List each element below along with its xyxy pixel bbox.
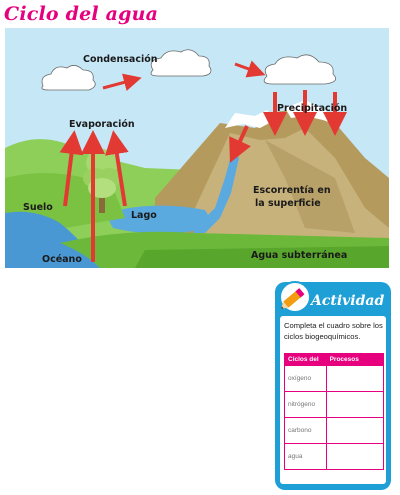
process-answer-cell[interactable] [325, 417, 385, 444]
activity-body: Completa el cuadro sobre los ciclos biog… [280, 316, 386, 484]
cycle-name-cell: agua [284, 443, 327, 470]
arrow-cloud-left-to-middle [102, 73, 142, 92]
table-row: agua [284, 443, 385, 470]
snow-cap-left [225, 110, 275, 128]
ocean-water [5, 211, 100, 268]
runoff-arrow [229, 125, 251, 163]
column-header-ciclos: Ciclos del [284, 353, 327, 366]
cycle-name-cell: nitrógeno [284, 391, 327, 418]
mountain-shading [265, 140, 355, 233]
table-row: oxígeno [284, 365, 385, 392]
cycle-name-cell: oxígeno [284, 365, 327, 392]
activity-table: Ciclos del Procesos oxígeno nitrógeno ca… [284, 353, 385, 470]
river [193, 148, 239, 233]
cloud-left [41, 65, 96, 91]
water-cycle-diagram: Condensación Evaporación Precipitación E… [5, 28, 389, 268]
process-answer-cell[interactable] [325, 365, 385, 392]
activity-title: Actividad [311, 293, 385, 309]
pencil-icon [279, 281, 311, 313]
page-title: Ciclo del agua [4, 3, 159, 25]
evaporation-arrow-right [104, 130, 129, 207]
process-answer-cell[interactable] [325, 391, 385, 418]
label-escorrentia-2: la superficie [255, 198, 321, 209]
label-escorrentia-1: Escorrentía en [253, 185, 331, 196]
activity-card: Actividad Completa el cuadro sobre los c… [275, 281, 391, 490]
table-row: carbono [284, 417, 385, 444]
activity-header: Actividad [275, 281, 391, 316]
label-lago: Lago [131, 210, 157, 221]
arrow-cloud-middle-to-right [234, 60, 266, 78]
activity-instruction: Completa el cuadro sobre los ciclos biog… [284, 321, 383, 341]
table-header-row: Ciclos del Procesos [284, 353, 385, 366]
label-condensacion: Condensación [83, 54, 158, 65]
label-oceano: Océano [42, 254, 82, 265]
label-suelo: Suelo [23, 202, 53, 213]
cloud-right [263, 54, 337, 85]
lake-water [105, 205, 209, 234]
groundwater-band [135, 246, 389, 268]
label-agua-subterranea: Agua subterránea [251, 250, 347, 261]
process-answer-cell[interactable] [325, 443, 385, 470]
cycle-name-cell: carbono [284, 417, 327, 444]
table-row: nitrógeno [284, 391, 385, 418]
label-evaporacion: Evaporación [69, 119, 135, 130]
cloud-middle [150, 49, 212, 77]
evaporation-arrow-left [59, 130, 84, 207]
label-precipitacion: Precipitación [277, 103, 347, 114]
column-header-procesos: Procesos [325, 353, 385, 366]
